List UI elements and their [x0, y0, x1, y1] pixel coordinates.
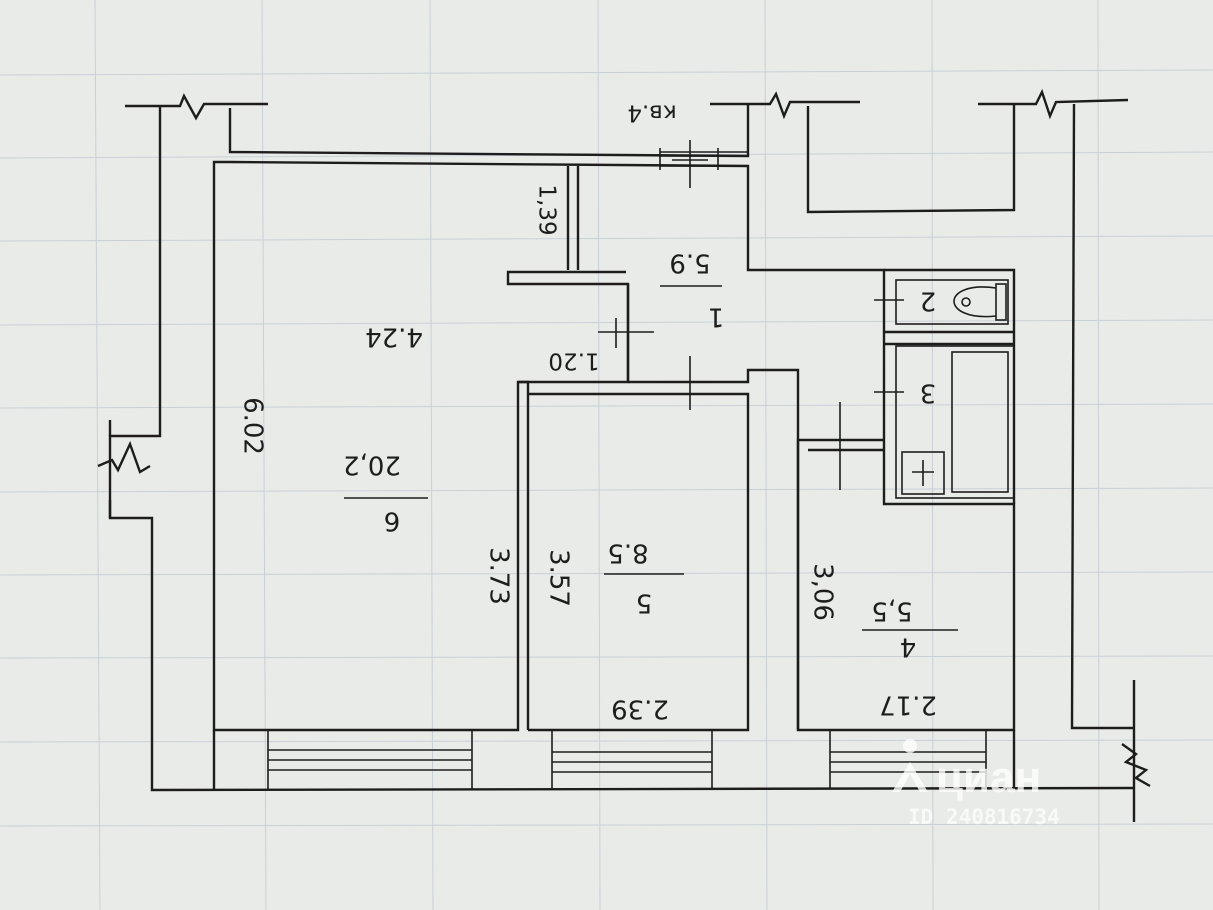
dimension-2-17: 2.17	[879, 690, 937, 720]
room-2-number: 2	[920, 286, 937, 316]
dimension-6-02: 6.02	[238, 397, 268, 455]
room-1-label: 5.9 1	[660, 248, 724, 332]
room-5-area: 8.5	[607, 538, 648, 568]
room-1-number: 1	[708, 302, 725, 332]
dimension-1-39: 1,39	[534, 184, 560, 235]
cian-brand-text: циан	[936, 753, 1041, 802]
room-4-label: 5,5 4	[862, 596, 958, 662]
dimension-3-73: 3.73	[484, 547, 514, 605]
room-4-number: 4	[900, 632, 917, 662]
apartment-label-group: кв.4	[627, 100, 676, 126]
bathtub-fixture	[895, 345, 1015, 499]
dimension-1-20: 1.20	[548, 348, 599, 374]
room-6-label: 20,2 6	[343, 450, 428, 536]
toilet-fixture	[895, 279, 1009, 325]
room-1-area: 5.9	[669, 248, 710, 278]
room-4-area: 5,5	[871, 596, 912, 626]
room-5-number: 5	[636, 588, 653, 618]
cian-watermark: циан ID 240816734	[892, 739, 1060, 829]
room-3-number: 3	[920, 378, 937, 408]
dimension-4-24: 4.24	[365, 322, 423, 352]
room-6-number: 6	[384, 506, 401, 536]
dimension-3-57: 3.57	[544, 549, 574, 607]
windows	[267, 148, 987, 790]
dimension-3-06: 3,06	[808, 563, 838, 621]
cian-logo-icon	[892, 739, 928, 792]
room-6-area: 20,2	[343, 450, 401, 480]
dimension-2-39: 2.39	[611, 694, 669, 724]
listing-id-text: ID 240816734	[908, 805, 1060, 829]
exterior-walls	[97, 88, 1151, 822]
door-markers	[598, 140, 904, 490]
dimension-labels: 4.24 6.02 1,39 1.20 3.73 3.57 2.39 3,06 …	[238, 184, 937, 723]
apartment-label: кв.4	[627, 100, 676, 126]
room-5-label: 8.5 5	[604, 538, 684, 618]
